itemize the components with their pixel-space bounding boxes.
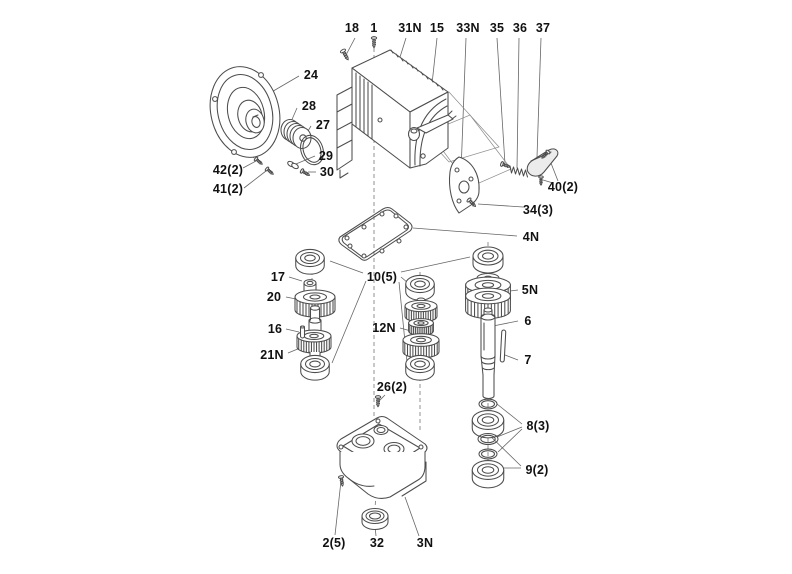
- callout-9: 9(2): [525, 463, 549, 477]
- callout-30: 30: [319, 165, 335, 179]
- callout-32: 32: [369, 536, 385, 550]
- gear-12N-mid: [408, 318, 434, 336]
- callout-16: 16: [267, 322, 283, 336]
- callout-27: 27: [315, 118, 331, 132]
- callout-8: 8(3): [526, 419, 550, 433]
- gear-housing-3N: [337, 417, 427, 499]
- callout-28: 28: [301, 99, 317, 113]
- flange-pulley-24: [201, 59, 289, 165]
- callout-33N: 33N: [456, 21, 480, 35]
- callout-12N: 12N: [372, 321, 396, 335]
- callout-40: 40(2): [547, 180, 579, 194]
- screw-41: [264, 166, 276, 177]
- callout-6: 6: [524, 314, 532, 328]
- screw-2: [337, 474, 346, 487]
- bearing-bottom-left: [300, 354, 330, 381]
- callout-41: 41(2): [212, 182, 244, 196]
- o-ring-27: [297, 132, 327, 167]
- callout-2: 2(5): [322, 536, 346, 550]
- callout-29: 29: [318, 149, 334, 163]
- callout-10: 10(5): [366, 270, 398, 284]
- gear-12N-bottom: [402, 333, 440, 359]
- callout-35: 35: [489, 21, 505, 35]
- screw-35: [499, 160, 512, 170]
- pulley-28: [281, 120, 311, 149]
- bearing-top-middle: [405, 274, 435, 301]
- gasket-4N: [339, 208, 412, 261]
- callout-37: 37: [535, 21, 551, 35]
- screw-1: [370, 36, 378, 49]
- shaft-6: [481, 308, 495, 399]
- screw-40b: [538, 175, 544, 186]
- bearing-top-right: [472, 246, 504, 274]
- callout-7: 7: [524, 353, 532, 367]
- key-16: [301, 326, 305, 338]
- key-7: [500, 330, 506, 362]
- callout-21N: 21N: [260, 348, 284, 362]
- callout-1: 1: [370, 21, 378, 35]
- callout-18: 18: [344, 21, 360, 35]
- callout-20: 20: [266, 290, 282, 304]
- callout-26: 26(2): [376, 380, 408, 394]
- screw-42: [253, 156, 265, 167]
- callout-34: 34(3): [522, 203, 554, 217]
- callout-5N: 5N: [521, 283, 539, 297]
- callout-42: 42(2): [212, 163, 244, 177]
- side-plate-33N: [449, 157, 479, 213]
- screw-30: [299, 167, 312, 178]
- callout-24: 24: [303, 68, 319, 82]
- screw-26: [374, 395, 382, 408]
- callout-17: 17: [270, 270, 286, 284]
- bearing-top-left: [295, 248, 325, 275]
- shift-lever-15: [409, 111, 457, 141]
- motor-housing-31N: [337, 50, 448, 178]
- shaft-21N: [309, 306, 321, 336]
- callout-3N: 3N: [416, 536, 434, 550]
- clip-29: [287, 160, 299, 169]
- spring-36: [510, 166, 528, 177]
- callout-4N: 4N: [522, 230, 540, 244]
- bearing-bottom-middle: [405, 354, 435, 381]
- cover-37: [527, 149, 558, 176]
- callout-31N: 31N: [398, 21, 422, 35]
- seal-ring-32: [362, 509, 388, 530]
- callout-15: 15: [429, 21, 445, 35]
- callout-36: 36: [512, 21, 528, 35]
- bearing-9b: [471, 459, 505, 489]
